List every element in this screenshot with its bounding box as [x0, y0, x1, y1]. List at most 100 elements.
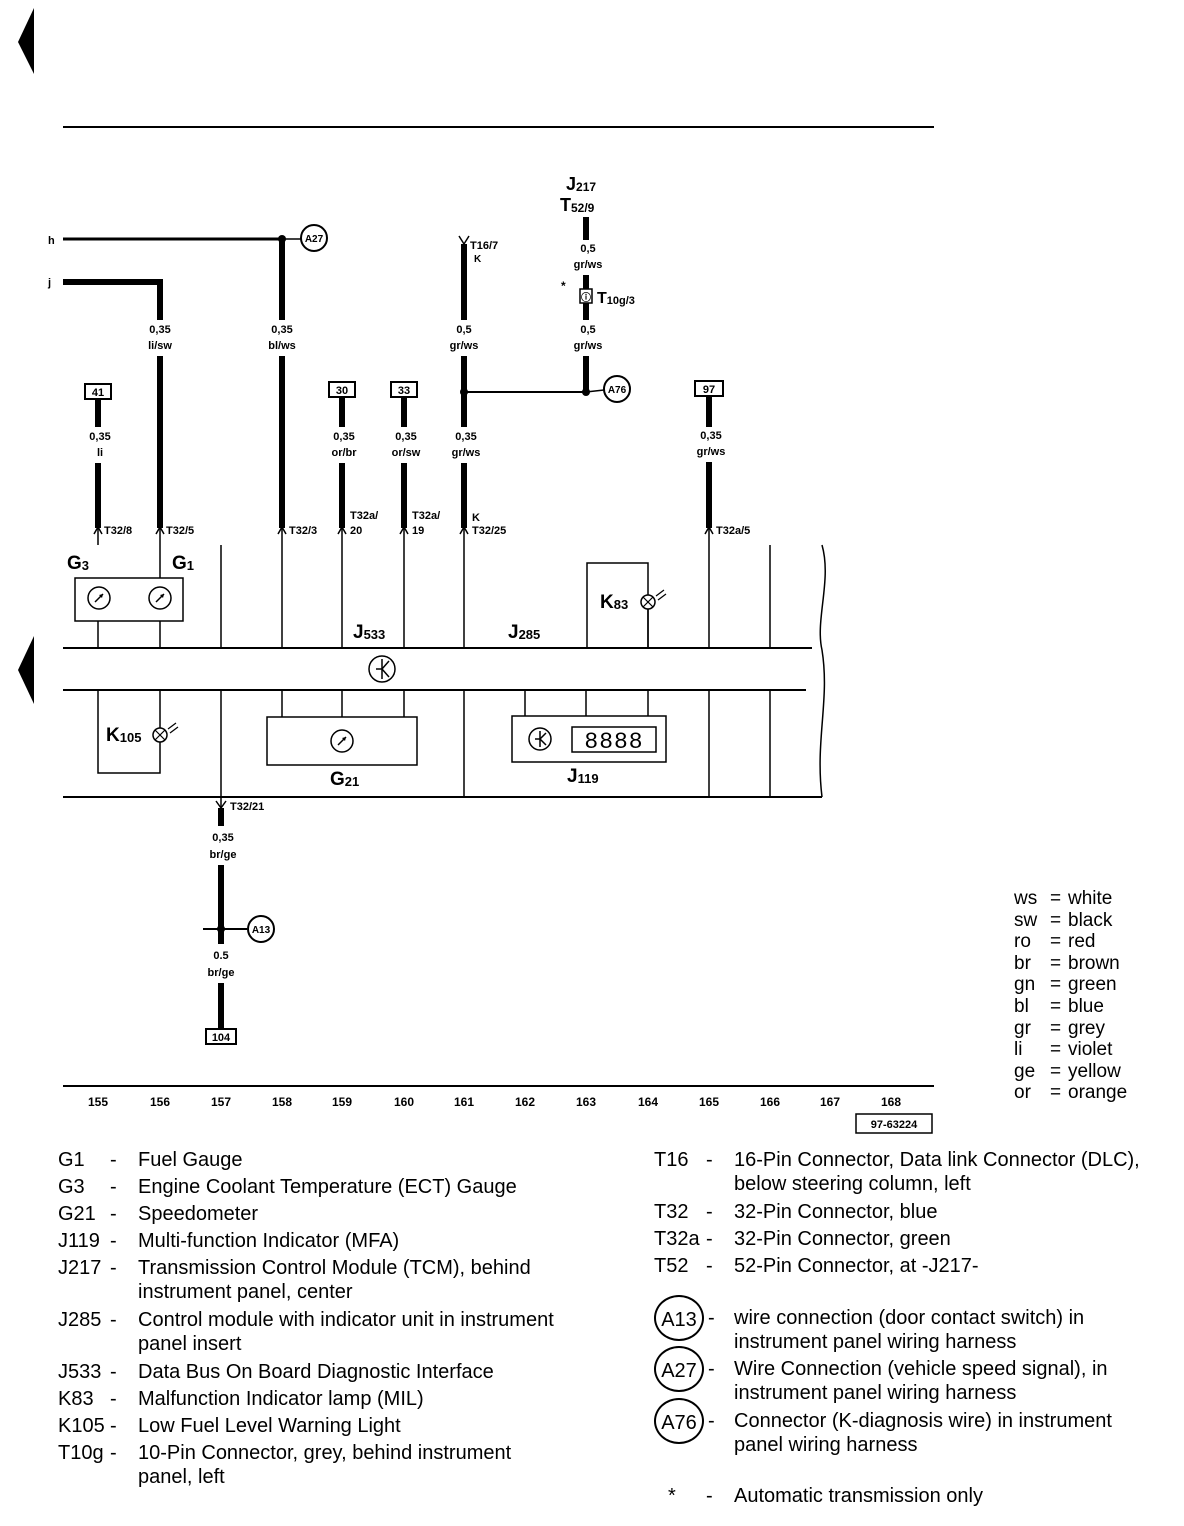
equals-sign: = — [1050, 1060, 1062, 1082]
legend-dash: - — [706, 1228, 713, 1250]
svg-text:K: K — [472, 512, 480, 524]
legend-description: 52-Pin Connector, at -J217- — [734, 1255, 979, 1277]
component-legend-right: T16-16-Pin Connector, Data link Connecto… — [654, 1147, 1174, 1517]
component-j285: J285 — [508, 622, 540, 643]
legend-description: instrument panel, center — [138, 1281, 353, 1303]
pin-t32a-20: T32a/ — [350, 510, 378, 522]
legend-description: Low Fuel Level Warning Light — [138, 1415, 401, 1437]
wire-size-159: 0,35 — [333, 431, 354, 443]
connection-a13 — [247, 915, 275, 943]
legend-dash: - — [706, 1485, 713, 1507]
equals-sign: = — [1050, 931, 1062, 953]
equals-sign: = — [1050, 1017, 1062, 1039]
legend-description: 10-Pin Connector, grey, behind instrumen… — [138, 1442, 512, 1464]
legend-code: G21 — [58, 1203, 96, 1225]
wire-color-160: or/sw — [392, 447, 421, 459]
pin-t32-5: T32/5 — [166, 525, 194, 537]
wire-color-161-top: gr/ws — [450, 340, 479, 352]
legend-code: J217 — [58, 1257, 102, 1279]
pin-t32-8: T32/8 — [104, 525, 132, 537]
column-number: 161 — [454, 1095, 474, 1109]
legend-code: T32a — [654, 1228, 700, 1250]
component-j119: J119 — [567, 766, 599, 787]
color-code: ro — [1014, 931, 1031, 953]
wire-size-156: 0,35 — [149, 324, 170, 336]
equals-sign: = — [1050, 888, 1062, 909]
column-number: 165 — [699, 1095, 719, 1109]
legend-description: Multi-function Indicator (MFA) — [138, 1230, 400, 1252]
column-number: 155 — [88, 1095, 108, 1109]
legend-code: T52 — [654, 1255, 689, 1277]
wire-size-155: 0,35 — [89, 431, 110, 443]
component-g3: G3 — [67, 553, 89, 574]
svg-text:ⓘ: ⓘ — [581, 291, 591, 304]
legend-description: panel insert — [138, 1333, 242, 1355]
column-number: 160 — [394, 1095, 414, 1109]
wire-size-161: 0,35 — [455, 431, 476, 443]
legend-dash: - — [110, 1415, 117, 1437]
connection-badge: A76 — [654, 1398, 704, 1444]
wire-color-158: bl/ws — [268, 340, 296, 352]
legend-dash: - — [110, 1257, 117, 1279]
component-t52-9: T52/9 — [560, 195, 595, 215]
legend-code: J119 — [58, 1230, 100, 1252]
color-legend-row: br=brown — [1014, 953, 1120, 975]
page-marker-mid — [18, 636, 34, 704]
legend-description: below steering column, left — [734, 1173, 971, 1195]
color-legend-row: ws=white — [1014, 888, 1112, 910]
connection-a76-label: A76 — [608, 385, 627, 396]
asterisk-marker: * — [561, 279, 566, 293]
equals-sign: = — [1050, 974, 1062, 996]
wire-size-158: 0,35 — [271, 324, 292, 336]
column-number: 156 — [150, 1095, 170, 1109]
color-code: bl — [1014, 996, 1029, 1017]
color-code: li — [1014, 1039, 1023, 1061]
color-name: grey — [1068, 1017, 1105, 1039]
color-name: yellow — [1068, 1060, 1121, 1082]
legend-code: G3 — [58, 1176, 85, 1198]
mfa-display — [571, 726, 657, 753]
legend-dash: - — [706, 1149, 713, 1171]
wire-color-165: gr/ws — [697, 446, 726, 458]
equals-sign: = — [1050, 996, 1062, 1017]
legend-code: T10g — [58, 1442, 104, 1464]
color-name: blue — [1068, 996, 1104, 1017]
legend-code: K105 — [58, 1415, 105, 1437]
color-code: gr — [1014, 1017, 1031, 1039]
wire-size-165: 0,35 — [700, 430, 721, 442]
component-k83: K83 — [600, 592, 628, 613]
connection-a13-label: A13 — [252, 925, 271, 936]
legend-dash: - — [110, 1309, 117, 1331]
connection-a27 — [300, 224, 328, 252]
wire-color-161: gr/ws — [452, 447, 481, 459]
color-legend-row: bl = blue — [1014, 996, 1104, 1018]
junction-dot — [217, 925, 225, 933]
legend-dash: - — [110, 1388, 117, 1410]
color-code: ge — [1014, 1060, 1036, 1082]
color-name: brown — [1068, 952, 1120, 974]
footnote-asterisk: * — [668, 1485, 676, 1507]
wire-color-156: li/sw — [148, 340, 172, 352]
legend-description: Data Bus On Board Diagnostic Interface — [138, 1361, 494, 1383]
legend-description: 16-Pin Connector, Data link Connector (D… — [734, 1149, 1140, 1171]
terminal-104 — [205, 1028, 237, 1045]
legend-dash: - — [706, 1201, 713, 1223]
wire-j — [63, 279, 163, 318]
color-name: black — [1068, 909, 1113, 931]
wire-color-163b: gr/ws — [574, 340, 603, 352]
legend-description: Malfunction Indicator lamp (MIL) — [138, 1388, 424, 1410]
legend-description: panel, left — [138, 1466, 225, 1488]
svg-text:20: 20 — [350, 525, 362, 537]
color-name: white — [1068, 888, 1113, 909]
color-code: gn — [1014, 974, 1036, 996]
mfa-display-digits: 8888 — [584, 729, 643, 755]
component-t10g-3: T10g/3 — [597, 290, 635, 307]
wire-color-155: li — [97, 447, 103, 459]
legend-description: 32-Pin Connector, green — [734, 1228, 951, 1250]
column-number: 166 — [760, 1095, 780, 1109]
legend-code: T32 — [654, 1201, 689, 1223]
legend-description: Fuel Gauge — [138, 1149, 243, 1171]
legend-code: J533 — [58, 1361, 102, 1383]
